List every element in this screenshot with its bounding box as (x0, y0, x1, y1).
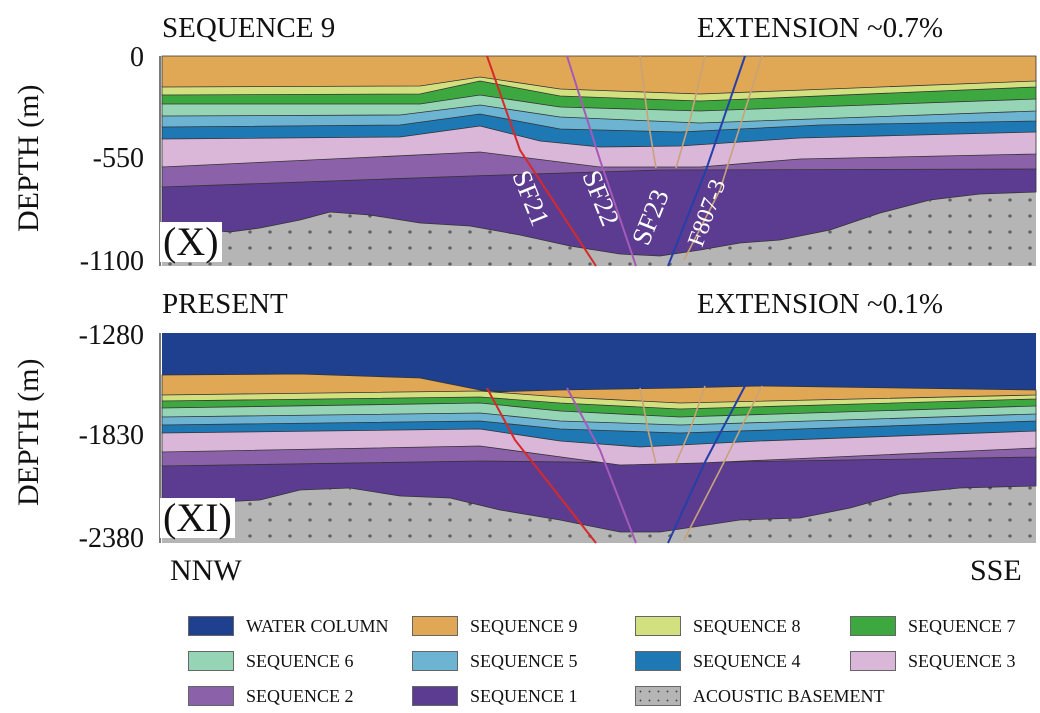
sequence-9-x (161, 55, 1037, 95)
panel-xi-tick-0: -1280 (78, 320, 144, 351)
legend-item-sequence-4: SEQUENCE 4 (635, 647, 801, 675)
panel-x-tick-2: -1100 (79, 246, 144, 277)
legend-item-sequence-1: SEQUENCE 1 (412, 682, 578, 710)
legend-swatch (635, 651, 681, 671)
legend-label: SEQUENCE 6 (246, 650, 354, 671)
legend-swatch (412, 686, 458, 706)
fault-sf21-x (486, 55, 597, 267)
fault-minor-2-x (675, 55, 706, 169)
fault-f807-xi (667, 385, 746, 544)
section-panel-x (159, 55, 1037, 267)
legend-label: SEQUENCE 2 (246, 685, 354, 706)
legend-label: SEQUENCE 3 (908, 650, 1016, 671)
section-panel-xi (159, 333, 1037, 544)
legend-item-sequence-9: SEQUENCE 9 (412, 612, 578, 640)
legend-label: ACOUSTIC BASEMENT (693, 685, 885, 706)
fault-sf22-x (566, 55, 637, 267)
fault-minor-1-xi (639, 387, 657, 465)
panel-xi-tick-2: -2380 (78, 523, 144, 554)
legend-swatch (188, 616, 234, 636)
legend-swatch (635, 686, 681, 706)
panel-xi-tick-1: -1830 (78, 420, 144, 451)
sequence-1-xi (161, 455, 1037, 533)
legend-swatch (850, 616, 896, 636)
legend-swatch (635, 616, 681, 636)
legend-label: SEQUENCE 8 (693, 615, 801, 636)
legend-label: SEQUENCE 4 (693, 650, 801, 671)
legend-item-water-column: WATER COLUMN (188, 612, 389, 640)
legend-label: SEQUENCE 9 (470, 615, 578, 636)
legend-item-sequence-3: SEQUENCE 3 (850, 647, 1016, 675)
legend-label: SEQUENCE 1 (470, 685, 578, 706)
panel-xi-label: (XI) (160, 498, 235, 538)
legend-label: SEQUENCE 5 (470, 650, 578, 671)
legend-item-sequence-7: SEQUENCE 7 (850, 612, 1016, 640)
panel-xi-title: PRESENT (162, 288, 288, 320)
panel-x-label: (X) (160, 222, 222, 262)
panel-x-title: SEQUENCE 9 (162, 12, 336, 44)
panel-x-extension: EXTENSION ~0.7% (697, 12, 944, 44)
fault-minor-3-xi (683, 385, 763, 541)
legend-swatch (188, 686, 234, 706)
fault-minor-1-x (639, 55, 657, 169)
direction-left: NNW (170, 554, 242, 587)
fault-sf22-xi (566, 387, 637, 544)
fault-f807-x (667, 55, 746, 267)
legend-item-sequence-2: SEQUENCE 2 (188, 682, 354, 710)
fault-minor-2-xi (675, 385, 706, 464)
fault-sf21-xi (486, 387, 597, 544)
legend-item-sequence-6: SEQUENCE 6 (188, 647, 354, 675)
panel-x-tick-0: 0 (130, 42, 144, 73)
panel-xi-extension: EXTENSION ~0.1% (697, 288, 944, 320)
direction-right: SSE (970, 554, 1022, 587)
legend-swatch (188, 651, 234, 671)
sequence-1-x (161, 167, 1037, 257)
fault-minor-3-x (683, 55, 763, 261)
legend-label: WATER COLUMN (246, 615, 389, 636)
sequence-9-xi (161, 373, 1037, 404)
panel-x-tick-1: -550 (92, 143, 144, 174)
legend-item-sequence-5: SEQUENCE 5 (412, 647, 578, 675)
legend-item-acoustic-basement: ACOUSTIC BASEMENT (635, 682, 885, 710)
legend-item-sequence-8: SEQUENCE 8 (635, 612, 801, 640)
legend-swatch (850, 651, 896, 671)
legend-label: SEQUENCE 7 (908, 615, 1016, 636)
legend-swatch (412, 616, 458, 636)
legend-swatch (412, 651, 458, 671)
